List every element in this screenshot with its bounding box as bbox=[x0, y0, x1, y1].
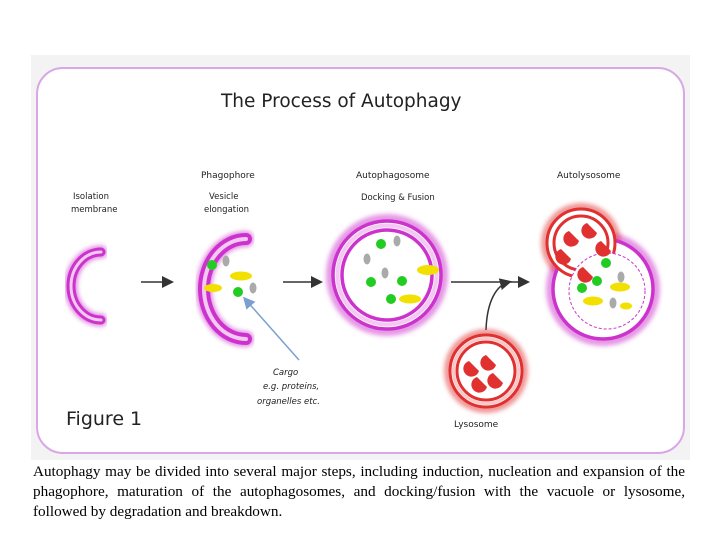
cargo-grey bbox=[249, 282, 257, 294]
cargo-yellow bbox=[230, 271, 252, 281]
cargo-green bbox=[592, 276, 602, 286]
figure-caption: Autophagy may be divided into several ma… bbox=[33, 463, 685, 520]
cargo-grey bbox=[381, 267, 389, 279]
lysosomal-enzyme bbox=[471, 377, 487, 393]
lysosomal-enzyme bbox=[581, 223, 597, 239]
isolation-membrane-label-line1: Isolation bbox=[73, 192, 109, 202]
cargo-green bbox=[366, 277, 376, 287]
lysosomal-enzyme bbox=[463, 361, 479, 377]
cargo-green bbox=[601, 258, 611, 268]
cargo-pointer-arrow bbox=[243, 296, 300, 361]
arrow-lysosome-to-fusion bbox=[485, 278, 512, 331]
figure-number-label: Figure 1 bbox=[66, 408, 142, 430]
cargo-yellow bbox=[610, 282, 630, 292]
isolation-membrane-label-line2: membrane bbox=[71, 205, 118, 215]
cargo-yellow bbox=[204, 284, 222, 292]
cargo-label-line2: e.g. proteins, bbox=[263, 382, 319, 392]
cargo-yellow bbox=[583, 296, 603, 306]
cargo-yellow bbox=[620, 302, 632, 310]
figure-panel: The Process of Autophagy Isolation membr… bbox=[31, 55, 690, 460]
vesicle-elongation-label-line2: elongation bbox=[204, 205, 249, 215]
cargo-grey bbox=[222, 255, 230, 267]
lysosomal-enzyme bbox=[480, 355, 496, 371]
cargo-yellow bbox=[399, 294, 421, 304]
cargo-green bbox=[233, 287, 243, 297]
lysosomal-enzyme bbox=[563, 231, 579, 247]
vesicle-elongation-label-line1: Vesicle bbox=[209, 192, 238, 202]
phagophore bbox=[196, 231, 257, 347]
docking-fusion-label: Docking & Fusion bbox=[361, 193, 435, 203]
lysosomal-enzyme bbox=[555, 249, 571, 265]
lysosomal-enzyme bbox=[595, 241, 611, 257]
cargo-grey bbox=[393, 235, 401, 247]
cargo-green bbox=[207, 260, 217, 270]
phagophore-label: Phagophore bbox=[201, 171, 255, 181]
cargo-green bbox=[397, 276, 407, 286]
cargo-green bbox=[577, 283, 587, 293]
lysosomal-enzyme bbox=[487, 373, 503, 389]
cargo-label-line1: Cargo bbox=[273, 368, 298, 378]
figure-title: The Process of Autophagy bbox=[220, 91, 462, 112]
lysosomal-enzyme bbox=[577, 267, 593, 283]
lysosome-label: Lysosome bbox=[454, 420, 499, 430]
autophagosome-label: Autophagosome bbox=[356, 171, 430, 181]
autophagy-diagram: The Process of Autophagy Isolation membr… bbox=[36, 67, 685, 454]
lysosome bbox=[444, 329, 528, 413]
autophagosome bbox=[326, 214, 448, 336]
cargo-yellow bbox=[417, 265, 439, 275]
cargo-green bbox=[376, 239, 386, 249]
cargo-grey bbox=[363, 253, 371, 265]
cargo-green bbox=[386, 294, 396, 304]
cargo-grey bbox=[617, 271, 625, 283]
isolation-membrane bbox=[64, 245, 108, 327]
autolysosome-label: Autolysosome bbox=[557, 171, 621, 181]
cargo-label-line3: organelles etc. bbox=[257, 397, 320, 407]
autolysosome bbox=[541, 203, 660, 346]
cargo-grey bbox=[609, 297, 617, 309]
